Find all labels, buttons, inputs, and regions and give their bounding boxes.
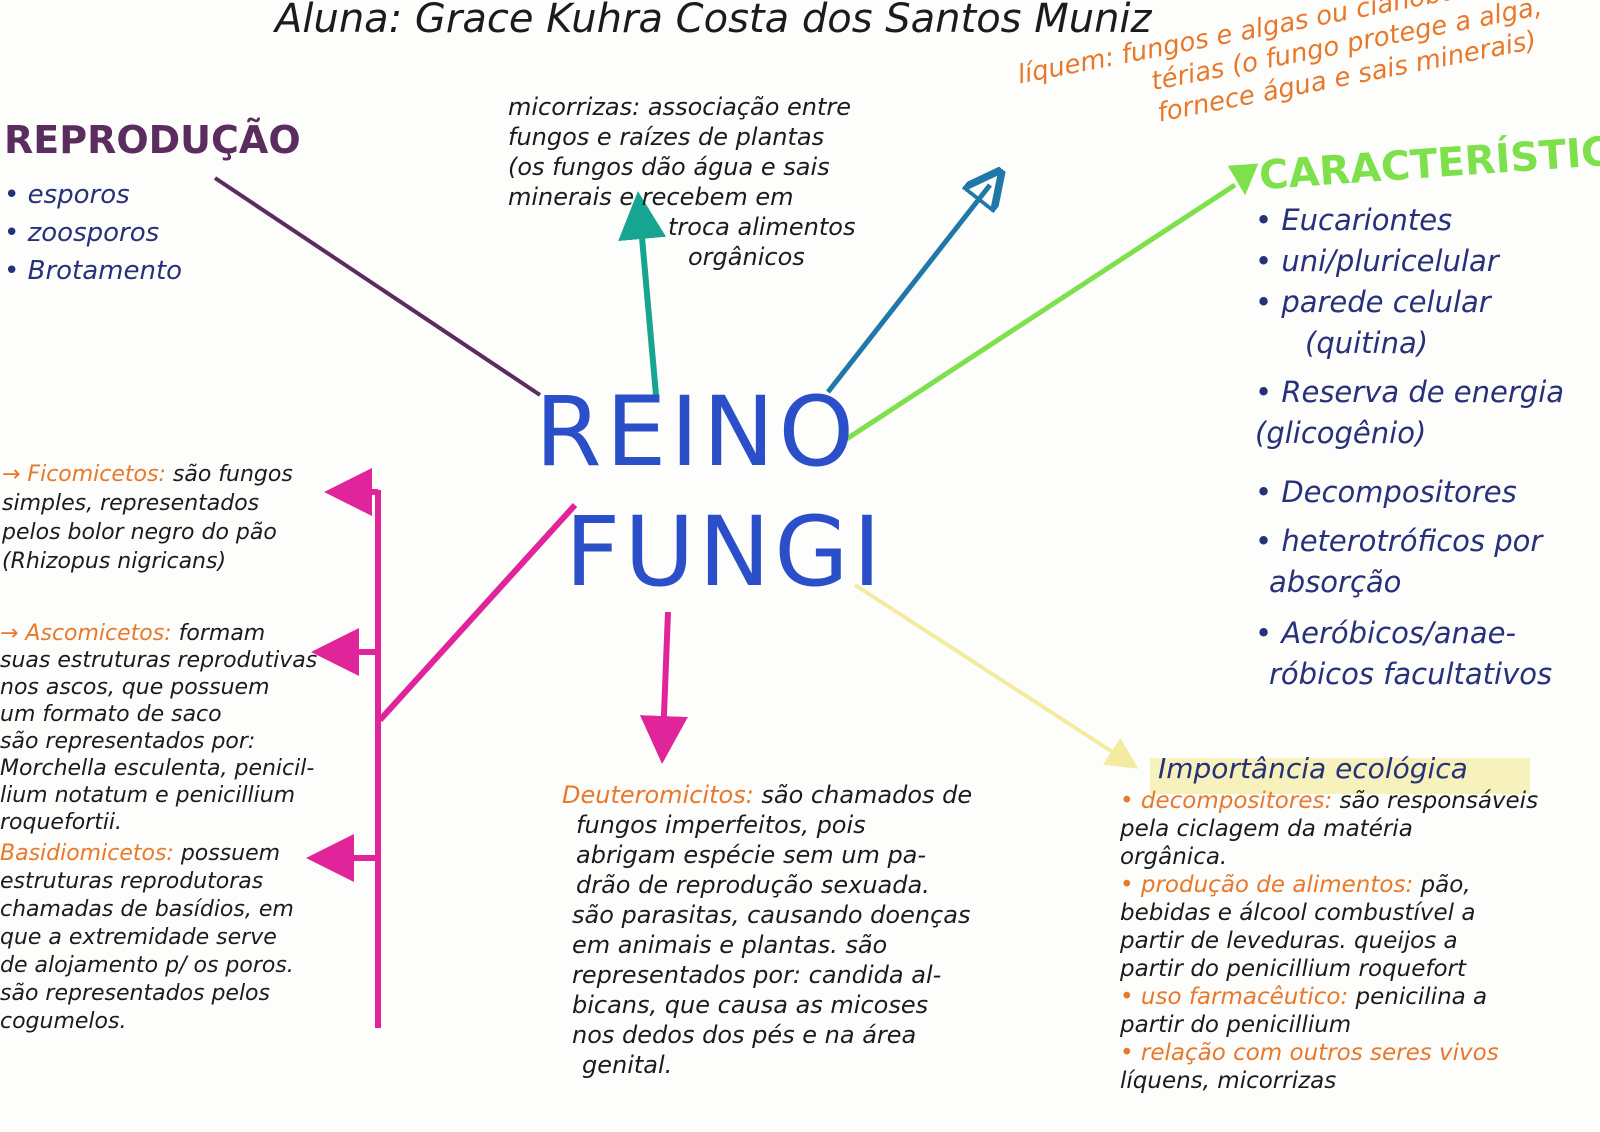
text-line: que a extremidade serve (0, 925, 277, 950)
importancia-heading: Importância ecológica (1158, 752, 1468, 785)
text-line: chamadas de basídios, em (0, 897, 294, 922)
deuteromicetos-label: Deuteromicitos: (562, 781, 754, 809)
item-label: • uso farmacêutico: (1120, 984, 1349, 1010)
caracteristicas-arrow (843, 182, 1237, 443)
list-item: • Reserva de energia (1255, 375, 1565, 409)
text-line: são representados por: (0, 729, 256, 754)
center-title-line1: REINO (535, 376, 859, 488)
item-label: • decompositores: (1120, 788, 1333, 814)
text-line: formam (171, 621, 266, 646)
reproducao-section: REPRODUÇÃO • esporos • zoosporos • Brota… (4, 118, 301, 290)
text-line: Morchella esculenta, penicil- (0, 756, 315, 781)
importancia-item: • uso farmacêutico: penicilina a partir … (1120, 983, 1538, 1039)
text-line: são fungos (165, 462, 293, 487)
text-line: orgânicos (688, 243, 805, 271)
list-item: • zoosporos (4, 218, 160, 248)
importancia-item: • relação com outros seres vivos líquens… (1120, 1039, 1538, 1095)
text-line: partir do penicillium (1120, 1012, 1352, 1038)
text-line: orgânica. (1120, 844, 1228, 870)
text-line: líquens, micorrizas (1120, 1068, 1337, 1094)
center-title-line2: FUNGI (565, 496, 885, 608)
importancia-highlight (1150, 758, 1530, 794)
text-line: nos ascos, que possuem (0, 675, 270, 700)
list-item: • uni/pluricelular (1255, 244, 1499, 278)
text-line: pão, (1413, 872, 1471, 898)
importancia-arrow (853, 583, 1139, 769)
list-item: • Decompositores (1255, 475, 1517, 509)
text-line: um formato de saco (0, 702, 222, 727)
text-line: minerais e recebem em (508, 183, 794, 211)
text-line: suas estruturas reprodutivas (0, 648, 318, 673)
item-label: • produção de alimentos: (1120, 872, 1414, 898)
classes-bracket (306, 468, 578, 1028)
list-item: • Eucariontes (1255, 203, 1453, 237)
text-line: bicans, que causa as micoses (572, 991, 929, 1019)
text-line: representados por: candida al- (572, 961, 942, 989)
importancia-item: • produção de alimentos: pão, bebidas e … (1120, 871, 1538, 983)
list-item: • Aeróbicos/anae- (1255, 616, 1516, 650)
text-line: (os fungos dão água e sais (508, 153, 830, 181)
text-line: (Rhizopus nigricans) (2, 549, 227, 574)
text-line: em animais e plantas. são (572, 931, 888, 959)
basidiomicetos-note: Basidiomicetos: possuem estruturas repro… (0, 840, 294, 1036)
ascomicetos-note: → Ascomicetos: formam suas estruturas re… (0, 620, 317, 836)
list-item: (quitina) (1305, 326, 1429, 360)
text-line: pelos bolor negro do pão (2, 520, 277, 545)
text-line: possuem (173, 841, 281, 866)
list-item: • parede celular (1255, 285, 1491, 319)
text-line: lium notatum e penicillium (0, 783, 296, 808)
text-line: pela ciclagem da matéria (1120, 816, 1413, 842)
importancia-item: • decompositores: são responsáveis pela … (1120, 787, 1538, 871)
caracteristicas-list: • Eucariontes • uni/pluricelular • pared… (1255, 200, 1564, 695)
text-line: partir do penicillium roquefort (1120, 956, 1467, 982)
micorrizas-note: micorrizas: associação entre fungos e ra… (508, 92, 856, 272)
text-line: são responsáveis (1332, 788, 1539, 814)
list-item: • esporos (4, 180, 130, 210)
text-line: micorrizas: associação entre (508, 93, 852, 121)
list-item: róbicos facultativos (1269, 657, 1553, 691)
list-item: • Brotamento (4, 256, 183, 286)
text-line: penicilina a (1348, 984, 1488, 1010)
reproducao-connector (213, 176, 542, 397)
text-line: são representados pelos (0, 981, 270, 1006)
deuteromicetos-arrow (639, 611, 688, 764)
text-line: simples, representados (2, 491, 260, 516)
text-line: drão de reprodução sexuada. (576, 871, 930, 899)
deuteromicetos-note: Deuteromicitos: são chamados de fungos i… (562, 780, 972, 1080)
ficomicetos-label: → Ficomicetos: (2, 462, 166, 487)
text-line: são parasitas, causando doenças (572, 901, 971, 929)
text-line: genital. (582, 1051, 673, 1079)
list-item: absorção (1269, 565, 1402, 599)
text-line: de alojamento p/ os poros. (0, 953, 294, 978)
text-line: fungos e raízes de plantas (508, 123, 825, 151)
text-line: roquefortii. (0, 810, 123, 835)
importancia-section: Importância ecológica • decompositores: … (1120, 755, 1538, 1095)
list-item: • heterotróficos por (1255, 524, 1543, 558)
liquem-arrow (826, 185, 990, 394)
center-title: REINO FUNGI (535, 372, 885, 612)
text-line: fungos imperfeitos, pois (576, 811, 866, 839)
ficomicetos-note: → Ficomicetos: são fungos simples, repre… (2, 460, 293, 576)
text-line: estruturas reprodutoras (0, 869, 264, 894)
ascomicetos-label: → Ascomicetos: (0, 621, 172, 646)
reproducao-heading: REPRODUÇÃO (4, 118, 301, 162)
text-line: partir de leveduras. queijos a (1120, 928, 1458, 954)
text-line: são chamados de (753, 781, 973, 809)
text-line: abrigam espécie sem um pa- (576, 841, 927, 869)
list-item: (glicogênio) (1255, 416, 1427, 450)
basidiomicetos-label: Basidiomicetos: (0, 841, 174, 866)
micorrizas-arrow (618, 191, 667, 396)
text-line: bebidas e álcool combustível a (1120, 900, 1476, 926)
item-label: • relação com outros seres vivos (1120, 1040, 1499, 1066)
student-name: Aluna: Grace Kuhra Costa dos Santos Muni… (275, 0, 1152, 42)
text-line: troca alimentos (668, 213, 856, 241)
text-line: nos dedos dos pés e na área (572, 1021, 917, 1049)
text-line: cogumelos. (0, 1009, 127, 1034)
